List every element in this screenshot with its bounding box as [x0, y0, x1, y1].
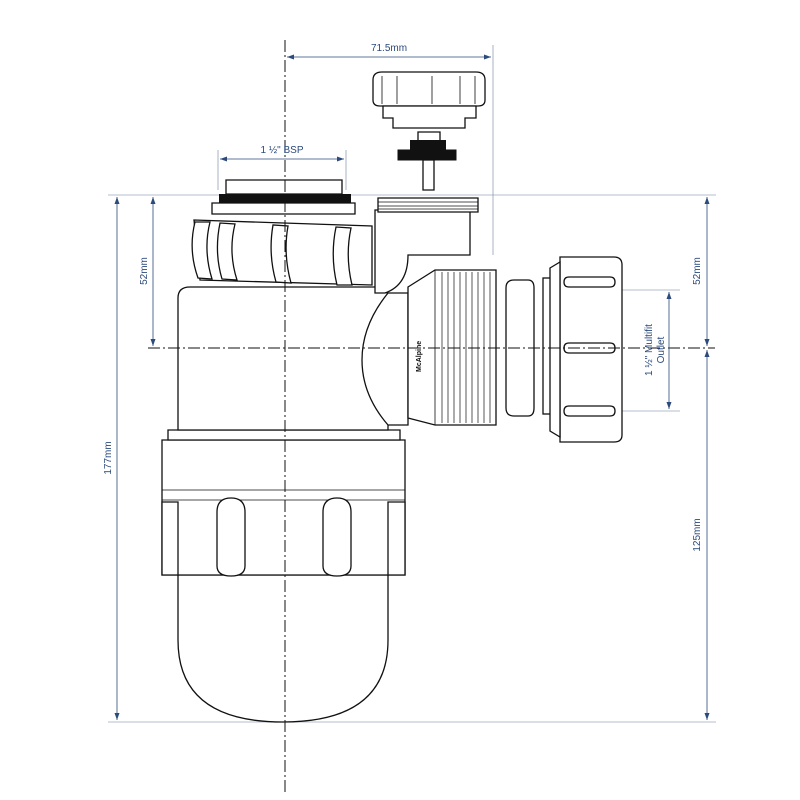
dimension-labels: 71.5mm 1 ½" BSP 52mm 177mm 52mm 125mm 1 …: [103, 43, 703, 552]
trap-body: [161, 286, 409, 723]
dimension-lines: [114, 54, 710, 720]
cleaning-cap: [372, 71, 486, 191]
outlet-label-line1: 1 ½" Multifit: [644, 324, 655, 376]
height-125-label: 125mm: [692, 518, 703, 551]
extension-lines: [108, 45, 716, 723]
side-branch: [374, 197, 479, 294]
height-52-right-label: 52mm: [692, 257, 703, 285]
outlet-components: [505, 256, 623, 443]
outlet-label-line2: Outlet: [656, 336, 667, 363]
height-177-label: 177mm: [103, 441, 114, 474]
brand-mark: McAlpine: [416, 341, 423, 372]
centre-lines: [148, 40, 715, 795]
height-52-left-label: 52mm: [139, 257, 150, 285]
inlet-assembly: [191, 179, 373, 286]
width-label: 71.5mm: [371, 43, 407, 54]
bsp-label: 1 ½" BSP: [260, 145, 303, 156]
